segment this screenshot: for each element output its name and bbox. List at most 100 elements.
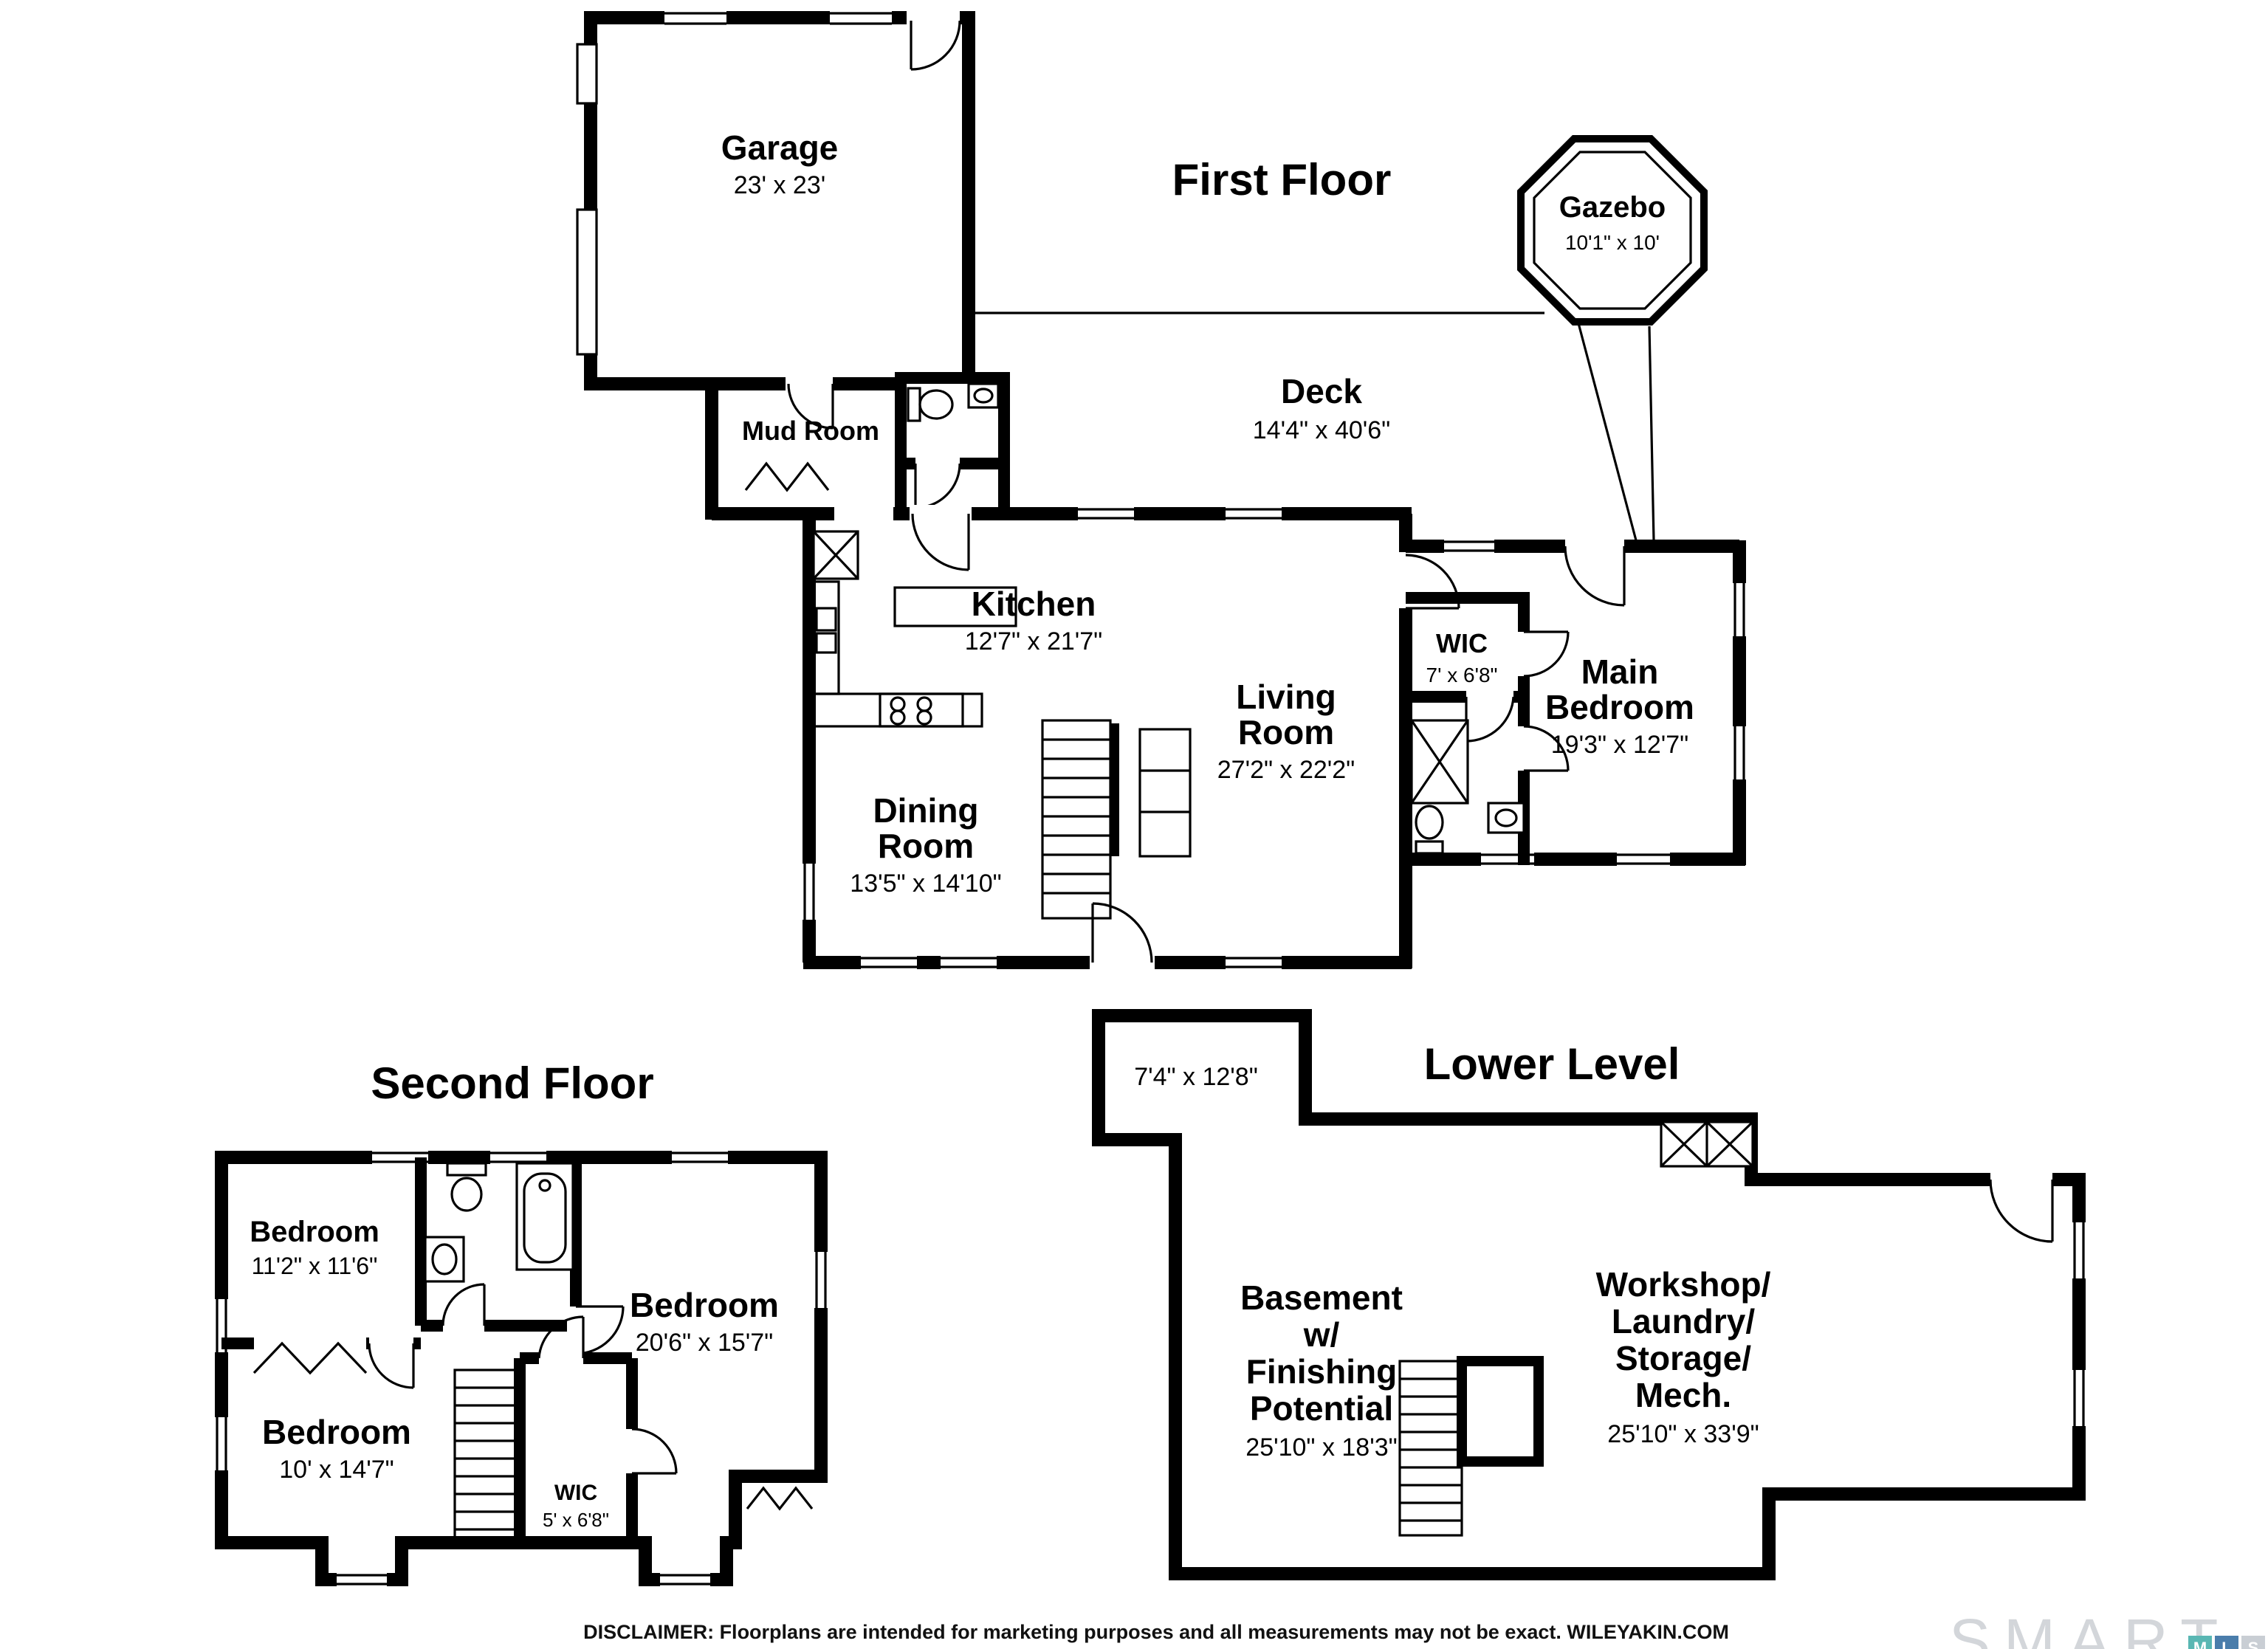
- door-arc: [368, 1335, 415, 1389]
- first-floor-labels: Garage 23' x 23' First Floor Gazebo 10'1…: [721, 128, 1694, 898]
- staircase: [1041, 719, 1119, 920]
- bifold-closet-doors: [252, 1335, 368, 1375]
- basement-label: Basement: [1240, 1278, 1403, 1317]
- first-floor-title: First Floor: [1172, 155, 1392, 204]
- basement-dims: 25'10" x 18'3": [1245, 1433, 1397, 1462]
- dining-room-label: Room: [878, 827, 974, 865]
- second-floor-labels: Second Floor Bedroom 11'2" x 11'6" Bedro…: [250, 1058, 779, 1531]
- main-bedroom-label: Bedroom: [1545, 688, 1694, 726]
- lower-level-title: Lower Level: [1424, 1039, 1680, 1089]
- logo-tile-m: [2188, 1636, 2212, 1649]
- workshop-label: Workshop/: [1596, 1265, 1771, 1304]
- deck-outline: [972, 311, 1655, 541]
- dining-room-label: Dining: [873, 791, 978, 830]
- door-arc: [1564, 537, 1626, 607]
- door-arc: [786, 375, 834, 430]
- kitchen-dims: 12'7" x 21'7": [965, 627, 1102, 655]
- bedroom-dims: 11'2" x 11'6": [252, 1253, 378, 1279]
- workshop-label: Laundry/: [1612, 1302, 1755, 1340]
- lower-level-labels: Lower Level 7'4" x 12'8" Basement w/ Fin…: [1134, 1039, 1770, 1462]
- logo-tile-l: [2215, 1636, 2238, 1649]
- disclaimer-text: DISCLAIMER: Floorplans are intended for …: [583, 1621, 1729, 1643]
- garage-label: Garage: [721, 128, 839, 167]
- basement-staircase: [1398, 1356, 1544, 1537]
- second-floor-interior-walls: [221, 1157, 814, 1543]
- logo-wordmark: SMART: [1949, 1606, 2231, 1649]
- toilet-icon: [1415, 805, 1444, 855]
- garage-dims: 23' x 23': [734, 171, 826, 199]
- main-bedroom-wing: [1406, 537, 1750, 868]
- basement-label: w/: [1303, 1315, 1340, 1354]
- workshop-dims: 25'10" x 33'9": [1607, 1420, 1759, 1448]
- bifold-closet-doors: [744, 461, 830, 492]
- door-arc: [910, 505, 972, 571]
- bedroom-label: Bedroom: [262, 1413, 411, 1451]
- bedroom-dims: 10' x 14'7": [279, 1456, 394, 1484]
- gazebo-structure: [1517, 135, 1708, 326]
- gazebo-dims: 10'1" x 10': [1565, 231, 1660, 254]
- garage-room: [576, 7, 975, 430]
- toilet-icon: [446, 1162, 487, 1212]
- bedroom-label: Bedroom: [250, 1216, 379, 1248]
- produced-by-text: Plan produced using PlanUp.: [1032, 1646, 1281, 1649]
- wic-dims: 7' x 6'8": [1426, 664, 1498, 686]
- hatch-vent: [1660, 1120, 1754, 1168]
- window: [2070, 1222, 2088, 1426]
- bedroom-label: Bedroom: [630, 1286, 779, 1324]
- toilet-icon: [907, 387, 954, 422]
- main-bedroom-dims: 19'3" x 12'7": [1551, 731, 1688, 759]
- mud-room-label: Mud Room: [742, 416, 879, 446]
- basement-label: Finishing: [1246, 1352, 1397, 1391]
- living-room-label: Room: [1238, 713, 1334, 751]
- workshop-label: Storage/: [1615, 1339, 1751, 1377]
- logo-tile-letter: M: [2193, 1639, 2207, 1649]
- logo-tile-letter: L: [2221, 1639, 2231, 1649]
- house-walls: [712, 505, 1460, 971]
- basement-label: Potential: [1250, 1389, 1393, 1428]
- door-arc: [1090, 902, 1155, 971]
- bifold-closet-doors: [746, 1486, 814, 1511]
- second-floor-title: Second Floor: [371, 1058, 653, 1108]
- bathroom-fixtures: [424, 1162, 574, 1283]
- smartmls-logo: SMART M L S: [1949, 1606, 2265, 1649]
- sink-icon: [424, 1236, 465, 1283]
- window: [213, 1149, 830, 1588]
- second-floor-plan: Second Floor Bedroom 11'2" x 11'6" Bedro…: [213, 1058, 830, 1588]
- window: [1444, 537, 1750, 868]
- door-arc: [907, 7, 961, 71]
- door-arc: [441, 1283, 486, 1335]
- wic-label: WIC: [554, 1481, 597, 1505]
- door-arc: [537, 1315, 585, 1367]
- mud-room: [705, 378, 830, 520]
- stove-icon: [879, 692, 964, 728]
- window: [576, 7, 892, 356]
- logo-tile-letter: S: [2248, 1639, 2259, 1649]
- kitchen-sink-icon: [815, 607, 837, 654]
- door-arc: [914, 455, 961, 509]
- logo-tile-s: [2241, 1636, 2265, 1649]
- deck-dims: 14'4" x 40'6": [1253, 416, 1390, 444]
- gazebo-label: Gazebo: [1559, 191, 1666, 224]
- lower-level-outline: [1092, 1009, 2086, 1580]
- shower-icon: [1410, 719, 1469, 805]
- bedroom-dims: 20'6" x 15'7": [636, 1329, 773, 1357]
- bathtub-icon: [515, 1162, 574, 1271]
- staircase: [453, 1369, 521, 1540]
- kitchen-fixtures: [812, 530, 1017, 728]
- workshop-label: Mech.: [1635, 1376, 1731, 1414]
- half-bath: [895, 372, 1010, 520]
- door-arc: [1989, 1171, 2054, 1243]
- living-room-label: Living: [1236, 678, 1336, 716]
- wic-bath: [1406, 592, 1570, 865]
- wic-dims: 5' x 6'8": [543, 1509, 609, 1531]
- lower-level-plan: Lower Level 7'4" x 12'8" Basement w/ Fin…: [1092, 1009, 2088, 1580]
- deck-label: Deck: [1281, 372, 1362, 410]
- sink-icon: [967, 382, 1000, 409]
- wic-label: WIC: [1436, 628, 1488, 658]
- mechanical-closet: [1457, 1356, 1544, 1467]
- door-arc: [623, 1428, 678, 1475]
- sink-icon: [1487, 802, 1525, 834]
- entry-dims: 7'4" x 12'8": [1134, 1063, 1258, 1091]
- first-floor-plan: Garage 23' x 23' First Floor Gazebo 10'1…: [576, 7, 1750, 971]
